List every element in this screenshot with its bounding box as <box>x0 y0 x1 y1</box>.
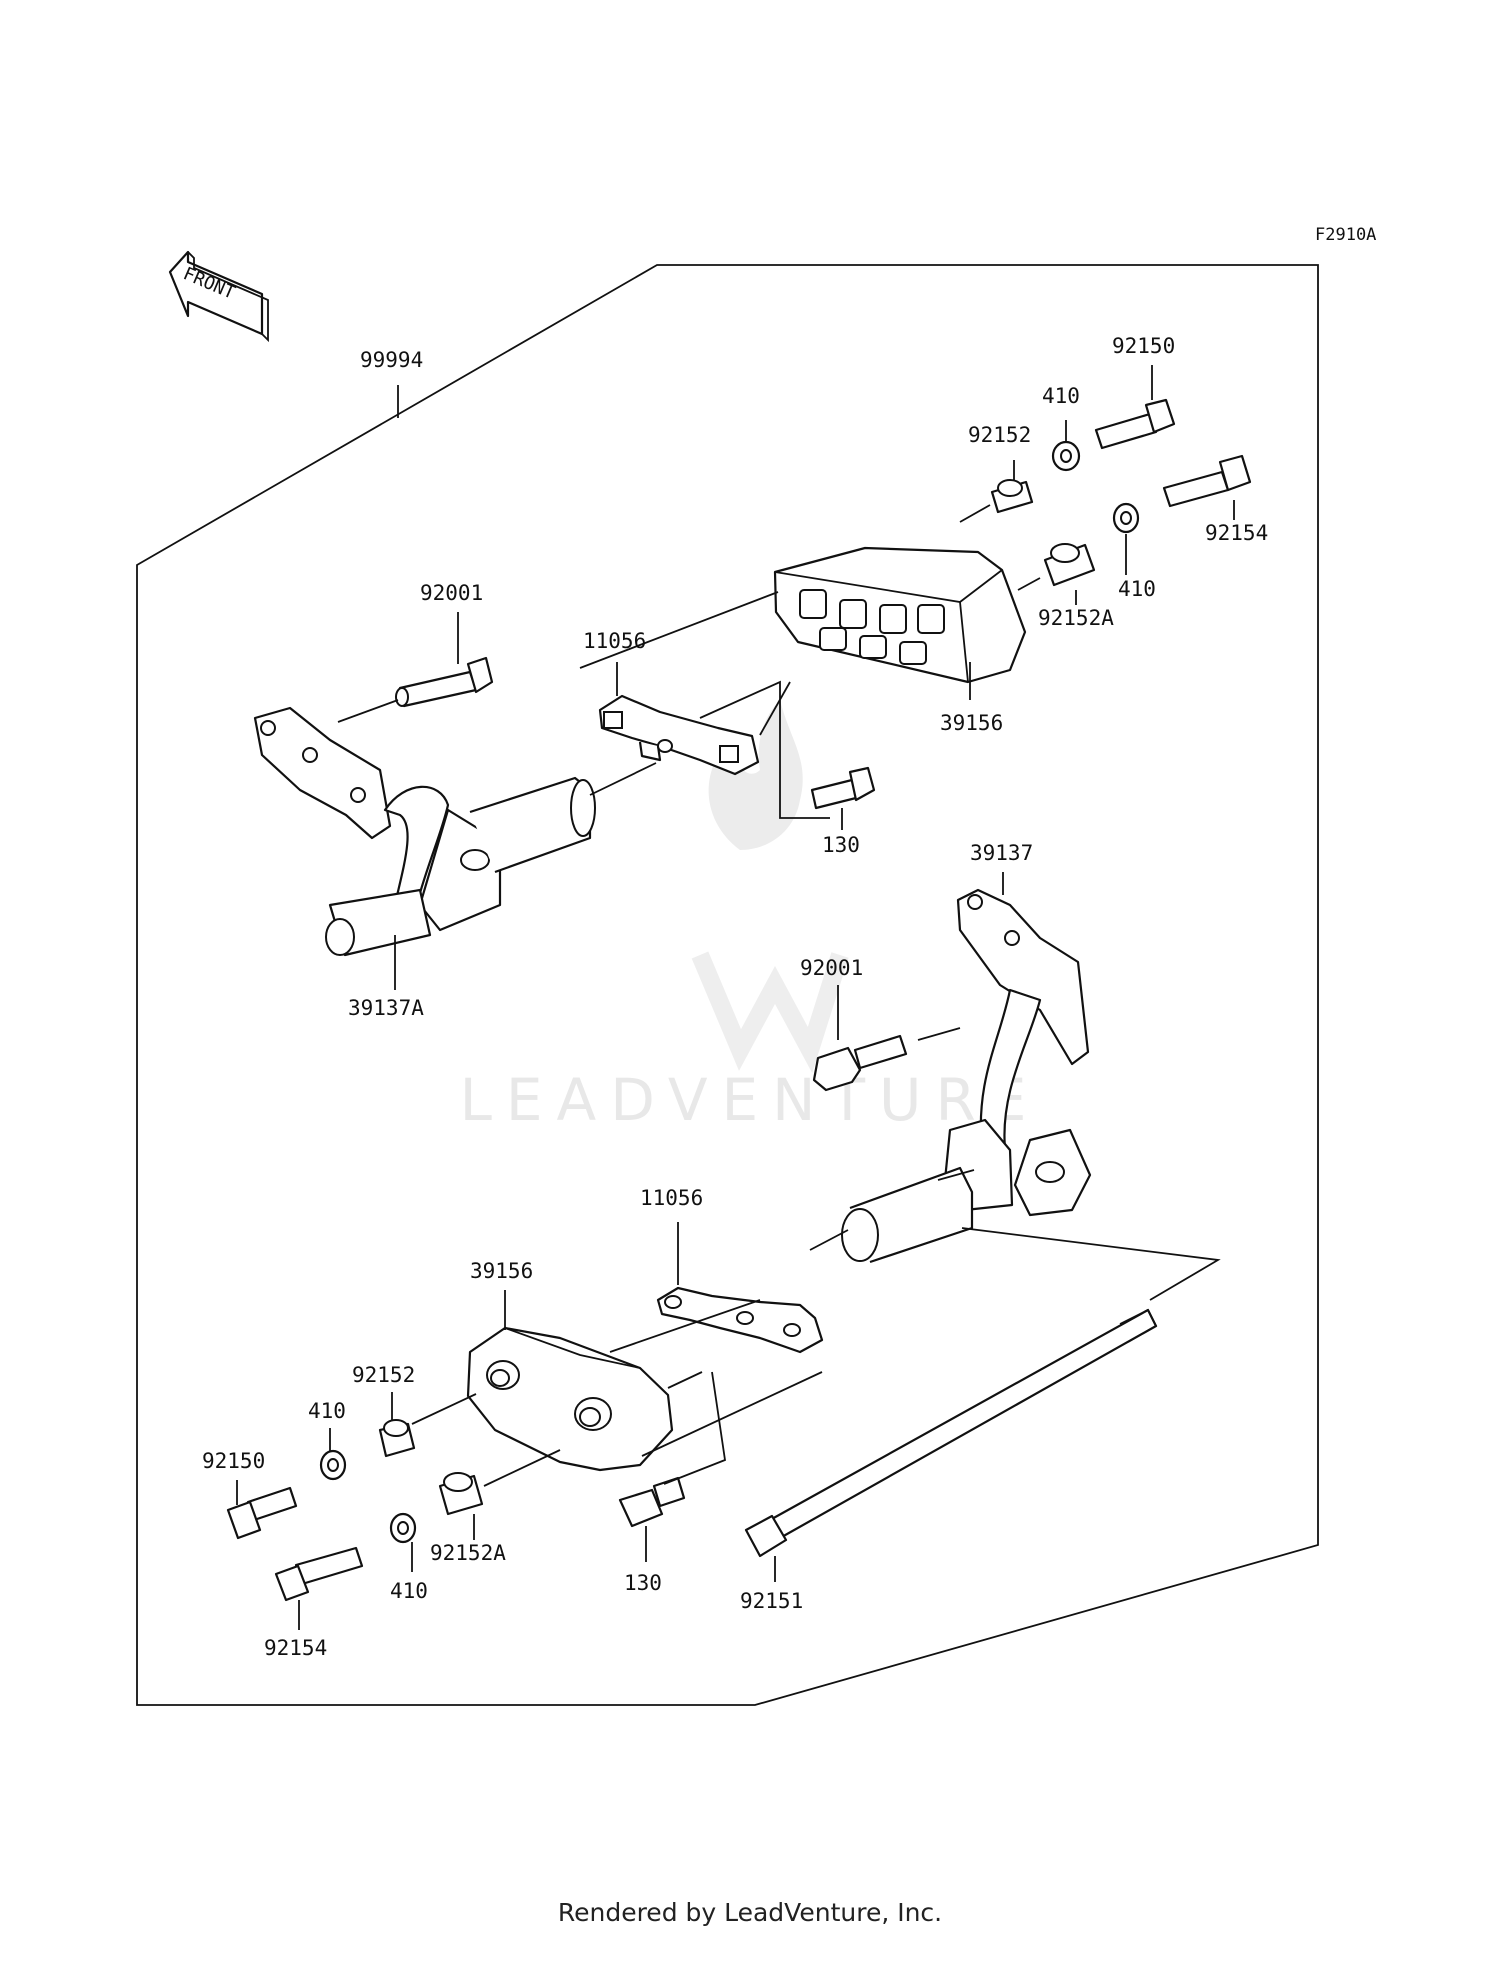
front-arrow: FRONT <box>168 250 269 343</box>
spacer-92152A-top <box>1043 543 1096 587</box>
label-410-top-a: 410 <box>1042 384 1080 408</box>
label-39137: 39137 <box>970 841 1033 865</box>
callout-lines <box>236 365 1235 1630</box>
label-39137A: 39137A <box>348 996 424 1020</box>
label-410-bot-a: 410 <box>308 1399 346 1423</box>
label-410-bot-b: 410 <box>390 1579 428 1603</box>
label-92150-top: 92150 <box>1112 334 1175 358</box>
bolt-130-top <box>810 766 876 810</box>
label-130-bot: 130 <box>624 1571 662 1595</box>
bracket-11056-top <box>598 694 760 776</box>
bolt-92001-top <box>395 656 494 708</box>
label-92152-bot: 92152 <box>352 1363 415 1387</box>
label-99994: 99994 <box>360 348 423 372</box>
spacer-92152A-bot <box>438 1472 484 1516</box>
bracket-39137 <box>841 888 1092 1264</box>
washer-410-top-b <box>1112 502 1140 534</box>
bolt-92154-top <box>1162 454 1252 508</box>
footer-credit: Rendered by LeadVenture, Inc. <box>557 1898 943 1927</box>
v-logo-icon <box>691 951 849 1074</box>
label-39156-bot: 39156 <box>470 1259 533 1283</box>
bottom-assembly-lines <box>411 1027 1221 1487</box>
watermark-text: LEADVENTURE <box>460 1066 1041 1134</box>
label-11056-top: 11056 <box>583 629 646 653</box>
part-labels: 99994 92150 410 92152 92154 410 92152A 9… <box>202 334 1268 1660</box>
bolt-92154-bot <box>274 1546 364 1602</box>
bolt-92150-top <box>1094 398 1176 450</box>
label-92001-top: 92001 <box>420 581 483 605</box>
top-assembly-lines <box>337 504 1041 819</box>
bolt-92150-bot <box>226 1486 298 1540</box>
label-410-top-b: 410 <box>1118 577 1156 601</box>
label-39156-top: 39156 <box>940 711 1003 735</box>
label-11056-bot: 11056 <box>640 1186 703 1210</box>
label-130-top: 130 <box>822 833 860 857</box>
bolt-130-bot <box>618 1476 686 1528</box>
flame-logo-icon <box>708 700 803 850</box>
washer-410-bot-b <box>389 1512 417 1544</box>
slider-39156-bot <box>466 1326 674 1472</box>
bolt-92151 <box>744 1308 1158 1558</box>
bracket-39137A <box>253 706 596 957</box>
figure-code: F2910A <box>1315 225 1376 245</box>
label-92152A-top: 92152A <box>1038 606 1114 630</box>
washer-410-top-a <box>1051 440 1081 472</box>
slider-39156-top <box>773 546 1027 684</box>
label-92152A-bot: 92152A <box>430 1541 506 1565</box>
label-92150-bot: 92150 <box>202 1449 265 1473</box>
washer-410-bot-a <box>319 1449 347 1481</box>
kit-outline <box>136 264 1319 1706</box>
label-92154-top: 92154 <box>1205 521 1268 545</box>
bolt-92001-mid <box>812 1034 908 1092</box>
label-92001-mid: 92001 <box>800 956 863 980</box>
label-92152-top: 92152 <box>968 423 1031 447</box>
spacer-92152-top <box>990 479 1034 514</box>
label-92151: 92151 <box>740 1589 803 1613</box>
bracket-11056-bot <box>656 1286 824 1354</box>
spacer-92152-bot <box>378 1419 416 1458</box>
label-92154-bot: 92154 <box>264 1636 327 1660</box>
